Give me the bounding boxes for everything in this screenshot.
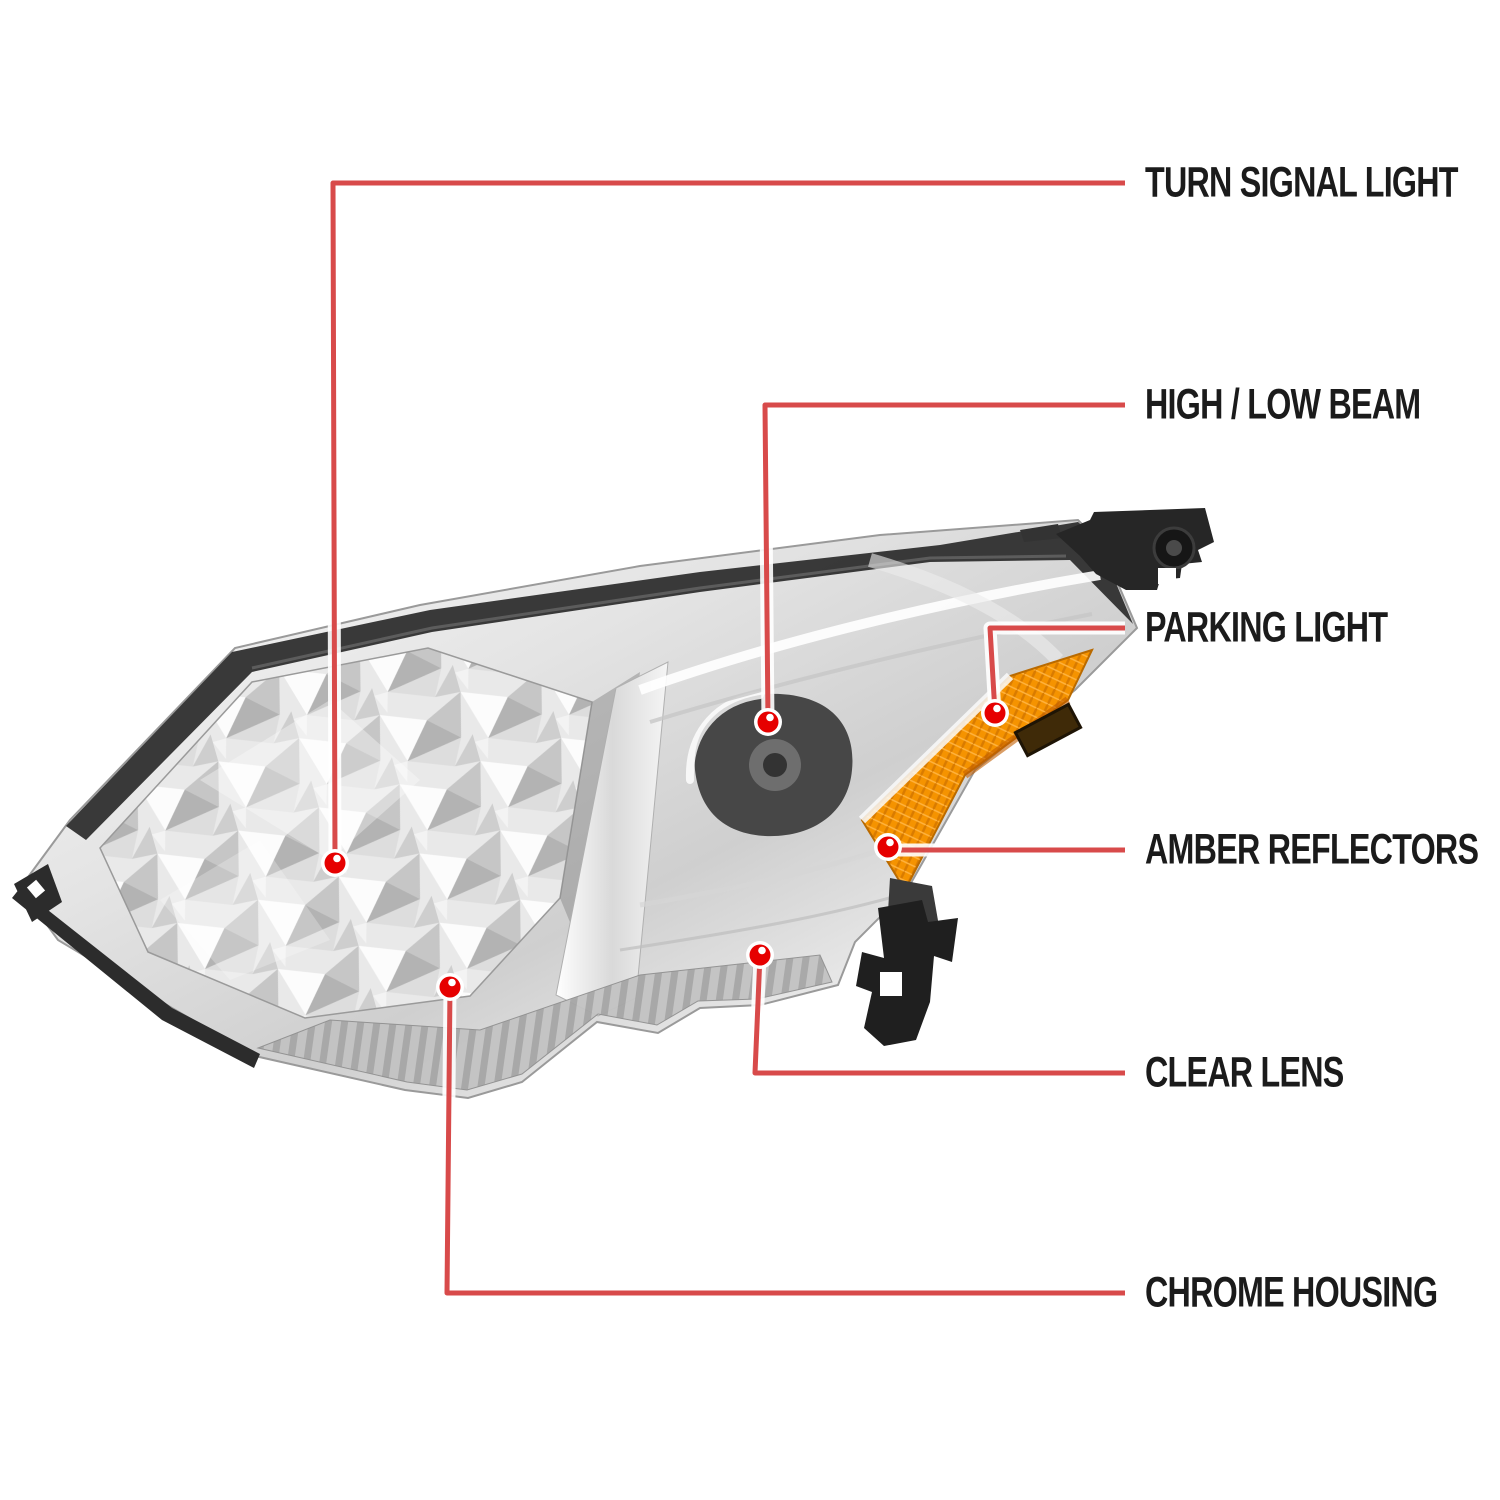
callout-line-casing-chrome-housing <box>440 986 1125 1300</box>
callout-dot-chrome-housing <box>436 973 464 1001</box>
callout-label-high-low-beam: HIGH / LOW BEAM <box>1145 380 1421 429</box>
callout-dot-parking-light <box>981 699 1009 727</box>
callout-label-clear-lens: CLEAR LENS <box>1145 1048 1344 1097</box>
callout-line-casing-turn-signal-light <box>326 176 1125 864</box>
callout-label-chrome-housing: CHROME HOUSING <box>1145 1268 1438 1317</box>
parking-light-slot <box>1013 702 1083 758</box>
callout-dot-clear-lens <box>746 941 774 969</box>
smoked-top-strip <box>66 522 1133 840</box>
callout-label-amber-reflectors: AMBER REFLECTORS <box>1145 825 1479 874</box>
callout-line-turn-signal-light <box>330 180 1125 864</box>
callout-dot-high-low-beam <box>754 708 782 736</box>
callout-line-casing-clear-lens <box>748 954 1125 1080</box>
bottom-sill <box>256 954 833 1091</box>
callout-line-casing-high-low-beam <box>758 398 1125 723</box>
mounting-bracket-bottom <box>856 900 958 1046</box>
callout-line-chrome-housing <box>444 986 1125 1296</box>
callout-label-parking-light: PARKING LIGHT <box>1145 603 1388 652</box>
callout-line-high-low-beam <box>762 402 1125 723</box>
callout-line-parking-light <box>987 625 1125 714</box>
lower-bezel <box>12 888 260 1068</box>
callout-dot-amber-reflectors <box>874 833 902 861</box>
callout-line-clear-lens <box>752 954 1125 1076</box>
callout-dot-turn-signal-light <box>321 849 349 877</box>
callout-label-turn-signal-light: TURN SIGNAL LIGHT <box>1145 158 1458 207</box>
callout-line-casing-parking-light <box>983 621 1125 714</box>
